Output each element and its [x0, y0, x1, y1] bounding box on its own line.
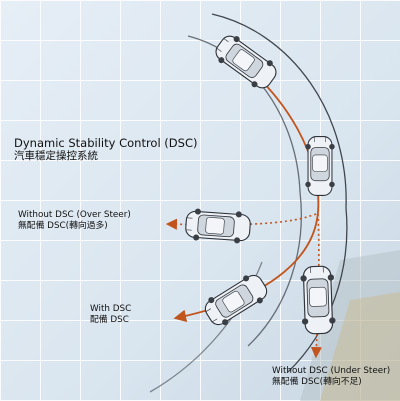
label-under-steer-en: Without DSC (Under Steer)	[272, 366, 391, 376]
label-under-steer: Without DSC (Under Steer) 無配備 DSC(轉向不足)	[272, 366, 390, 388]
background-building	[300, 250, 400, 401]
label-with-dsc: With DSC 配備 DSC	[90, 304, 131, 326]
label-over-steer-en: Without DSC (Over Steer)	[18, 210, 131, 220]
car-icon	[304, 136, 336, 196]
label-with-dsc-en: With DSC	[90, 304, 132, 314]
label-over-steer: Without DSC (Over Steer) 無配備 DSC(轉向過多)	[18, 210, 131, 232]
label-over-steer-zh: 無配備 DSC(轉向過多)	[18, 220, 108, 231]
title-zh: 汽車穩定操控系統	[14, 150, 98, 163]
diagram-title: Dynamic Stability Control (DSC) 汽車穩定操控系統	[14, 136, 197, 164]
car-icon	[184, 207, 252, 245]
car-icon	[299, 265, 337, 335]
label-with-dsc-zh: 配備 DSC	[90, 314, 129, 325]
label-under-steer-zh: 無配備 DSC(轉向不足)	[272, 376, 362, 387]
title-en: Dynamic Stability Control (DSC)	[14, 136, 198, 150]
over-steer-trajectory	[165, 213, 317, 230]
